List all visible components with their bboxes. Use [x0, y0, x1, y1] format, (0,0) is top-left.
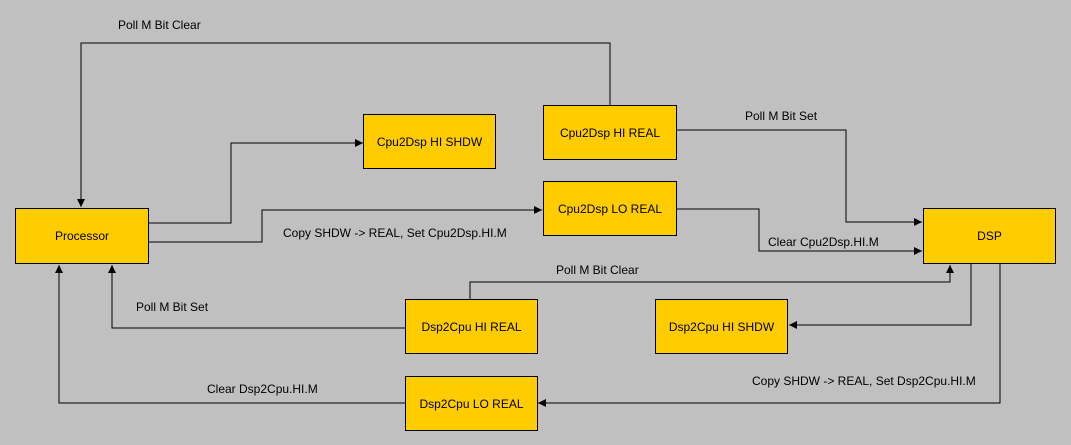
- cpu2dsp-hi-shdw-box: Cpu2Dsp HI SHDW: [363, 114, 496, 169]
- edge-processor-to-cpu2dsp-lo-real: [149, 206, 542, 243]
- edge-label-copy-shdw-dsp2cpu: Copy SHDW -> REAL, Set Dsp2Cpu.HI.M: [752, 374, 976, 388]
- edge-label-clear-dsp2cpu: Clear Dsp2Cpu.HI.M: [207, 382, 318, 396]
- edge-poll-clear-to-processor: [77, 42, 611, 207]
- dsp2cpu-hi-shdw-label: Dsp2Cpu HI SHDW: [668, 319, 775, 334]
- dsp2cpu-lo-real-box: Dsp2Cpu LO REAL: [405, 376, 538, 431]
- edge-dsp2cpu-hi-real-to-processor: [108, 265, 405, 329]
- edge-label-poll-m-bit-clear-mid: Poll M Bit Clear: [556, 263, 639, 277]
- cpu2dsp-lo-real-label: Cpu2Dsp LO REAL: [557, 201, 663, 216]
- edge-cpu2dsp-hi-real-to-dsp: [677, 129, 922, 226]
- edge-label-poll-m-bit-set-left: Poll M Bit Set: [136, 300, 209, 314]
- dsp2cpu-lo-real-label: Dsp2Cpu LO REAL: [419, 396, 524, 411]
- edge-label-clear-cpu2dsp: Clear Cpu2Dsp.HI.M: [768, 235, 879, 249]
- edge-label-poll-m-bit-clear-top: Poll M Bit Clear: [118, 18, 201, 32]
- edge-label-poll-m-bit-set-right: Poll M Bit Set: [745, 109, 818, 123]
- edge-cpu2dsp-lo-real-to-dsp: [677, 208, 922, 255]
- dsp-box: DSP: [923, 208, 1056, 264]
- dsp2cpu-hi-real-label: Dsp2Cpu HI REAL: [421, 319, 522, 334]
- dsp-label: DSP: [977, 229, 1002, 243]
- processor-box: Processor: [15, 208, 149, 264]
- edge-dsp2cpu-hi-real-to-dsp: [469, 265, 954, 299]
- cpu2dsp-hi-real-label: Cpu2Dsp HI REAL: [559, 125, 661, 140]
- edge-label-copy-shdw-cpu2dsp: Copy SHDW -> REAL, Set Cpu2Dsp.HI.M: [283, 226, 507, 240]
- processor-label: Processor: [54, 229, 110, 243]
- dsp2cpu-hi-real-box: Dsp2Cpu HI REAL: [405, 299, 538, 354]
- cpu2dsp-hi-shdw-label: Cpu2Dsp HI SHDW: [376, 134, 483, 149]
- edge-dsp-to-dsp2cpu-hi-shdw: [789, 264, 972, 329]
- edge-processor-to-cpu2dsp-hi-shdw: [149, 139, 363, 224]
- dsp2cpu-hi-shdw-box: Dsp2Cpu HI SHDW: [655, 299, 788, 354]
- cpu2dsp-hi-real-box: Cpu2Dsp HI REAL: [543, 105, 677, 160]
- edge-dsp2cpu-lo-real-to-processor: [55, 265, 405, 404]
- cpu2dsp-lo-real-box: Cpu2Dsp LO REAL: [543, 181, 677, 236]
- edge-dsp-to-dsp2cpu-lo-real: [538, 264, 1001, 407]
